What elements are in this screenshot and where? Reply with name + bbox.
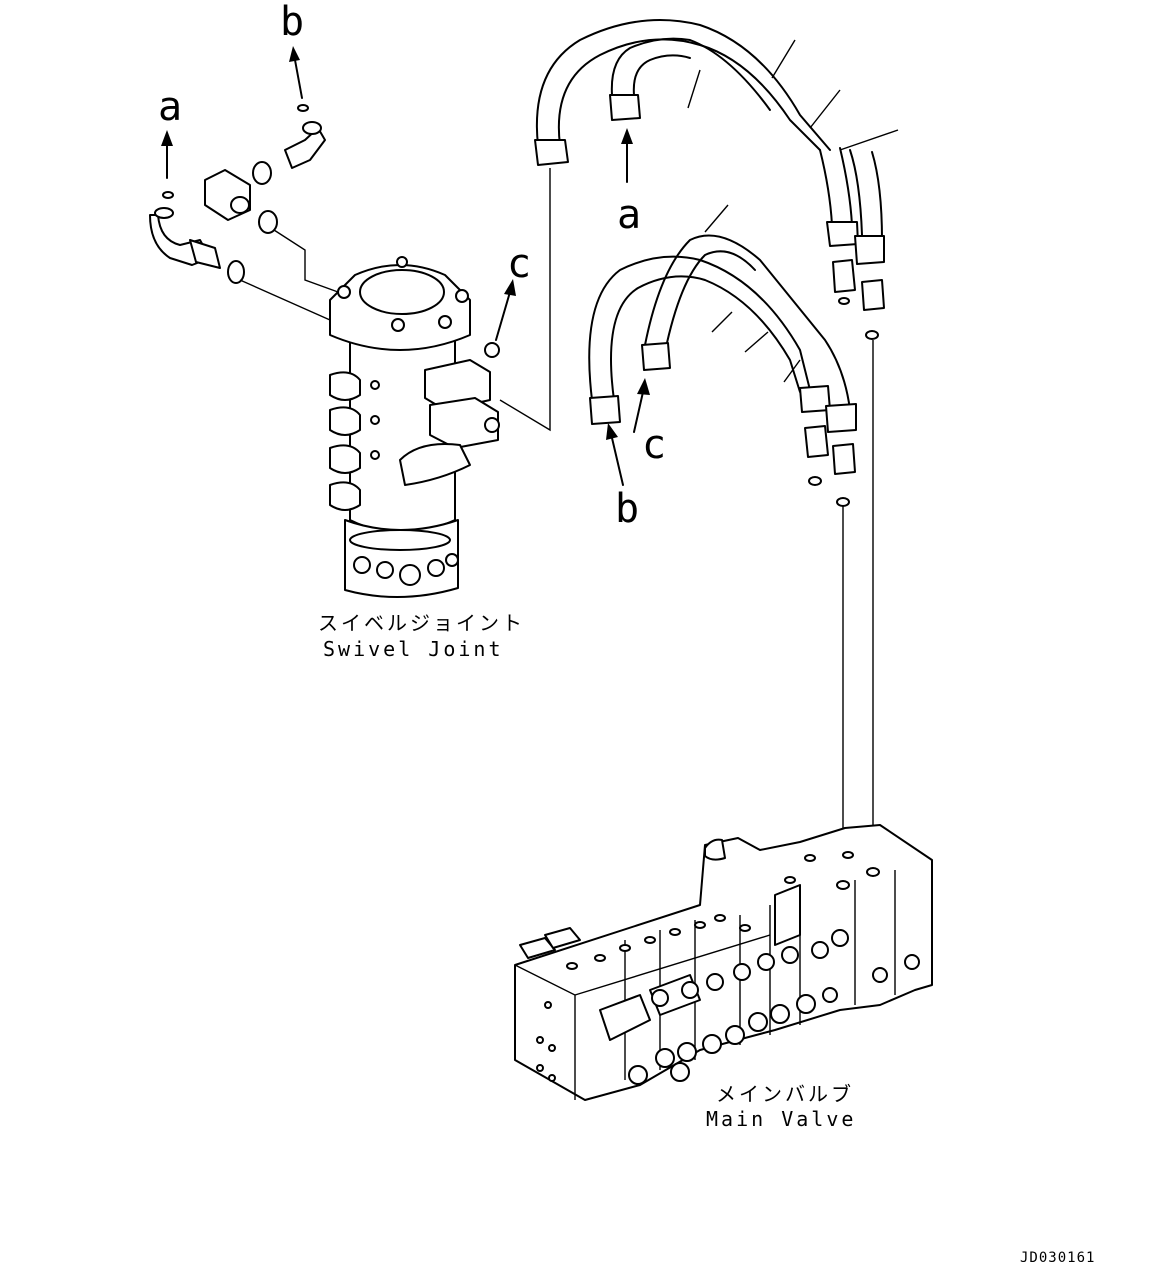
main-valve-label-en: Main Valve	[706, 1107, 856, 1131]
lower-hose-pair	[588, 204, 857, 507]
swivel-joint-label-en: Swivel Joint	[323, 637, 504, 661]
drawing-code: JD030161	[1020, 1250, 1095, 1266]
labels: a b c a c b スイベルジョイント Swivel Joint メインバル…	[158, 0, 1095, 1266]
main-valve	[514, 824, 933, 1101]
label-a-hose: a	[617, 192, 641, 238]
reference-arrows	[161, 46, 650, 486]
label-c-swivel: c	[507, 241, 531, 287]
swivel-joint-label-jp: スイベルジョイント	[318, 611, 525, 635]
label-b-hose: b	[615, 486, 639, 532]
valve-connection-lines	[842, 340, 874, 880]
swivel-fittings	[149, 104, 339, 321]
upper-hose-pair	[534, 19, 899, 340]
connection-line	[499, 168, 551, 432]
label-c-hose: c	[642, 422, 666, 468]
swivel-joint-assembly	[329, 256, 500, 599]
main-valve-label-jp: メインバルブ	[716, 1082, 854, 1106]
label-a-swivel: a	[158, 84, 182, 130]
label-b-swivel: b	[280, 0, 304, 45]
